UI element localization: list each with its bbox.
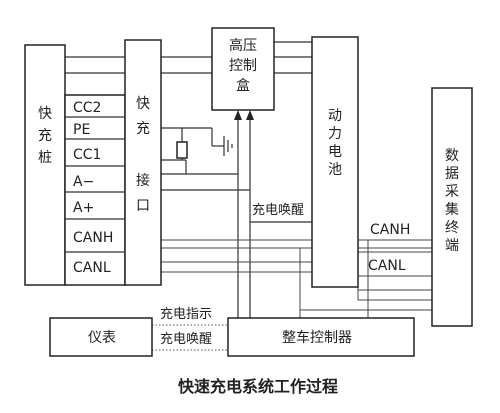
vcu-label: 整车控制器 <box>282 329 352 346</box>
pin-panel <box>64 94 126 286</box>
charger-pile-label-3: 桩 <box>38 149 52 166</box>
battery-label-3: 电 <box>328 144 342 160</box>
hv-box-label-3: 盒 <box>236 77 250 94</box>
terminal-label-3: 采 <box>445 184 459 200</box>
pin-pe: PE <box>73 122 90 138</box>
charger-pile-label-2: 充 <box>38 128 52 144</box>
meter-box <box>49 317 153 357</box>
charger-pile-box <box>24 44 66 286</box>
ground-icon <box>212 136 233 156</box>
fast-port-label-1: 快 <box>136 96 150 112</box>
charger-pile-label-1: 快 <box>38 106 52 122</box>
terminal-label-5: 终 <box>445 220 459 236</box>
arrow-up-icon <box>246 110 254 120</box>
terminal-label-1: 数 <box>445 148 459 164</box>
pin-separators <box>65 116 125 253</box>
terminal-label-4: 集 <box>445 201 459 218</box>
pin-a-plus: A+ <box>73 200 94 216</box>
vcu-box <box>227 317 415 357</box>
terminal-label-6: 端 <box>445 238 459 254</box>
fast-port-label-4: 口 <box>136 198 150 214</box>
arrow-up-icon <box>234 110 242 120</box>
pin-cc2: CC2 <box>73 100 101 116</box>
meter-label: 仪表 <box>88 330 116 346</box>
hv-box <box>211 27 275 111</box>
data-terminal-box <box>431 87 473 327</box>
pin-cc1: CC1 <box>73 147 101 163</box>
figure-caption: 快速充电系统工作过程 <box>178 377 338 396</box>
battery-label-2: 力 <box>328 126 342 142</box>
hv-box-label-2: 控制 <box>229 58 257 74</box>
fast-port-label-2: 充 <box>136 121 150 137</box>
battery-label-4: 池 <box>328 162 342 178</box>
signal-wakeup-top: 充电唤醒 <box>252 202 304 218</box>
battery-box <box>311 36 359 288</box>
fast-port-box <box>124 39 162 286</box>
resistor <box>176 141 188 159</box>
terminal-label-2: 据 <box>445 166 459 182</box>
pin-a-minus: A− <box>73 174 94 190</box>
pin-canh: CANH <box>73 230 113 246</box>
pin-canl: CANL <box>73 260 111 276</box>
battery-label-1: 动 <box>328 108 342 124</box>
fast-port-label-3: 接 <box>136 172 150 189</box>
hv-box-label-1: 高压 <box>229 37 257 54</box>
signal-wakeup-bottom: 充电唤醒 <box>160 331 212 347</box>
signal-canl: CANL <box>368 258 406 274</box>
signal-canh: CANH <box>370 222 410 238</box>
signal-charge-indicator: 充电指示 <box>160 306 212 322</box>
